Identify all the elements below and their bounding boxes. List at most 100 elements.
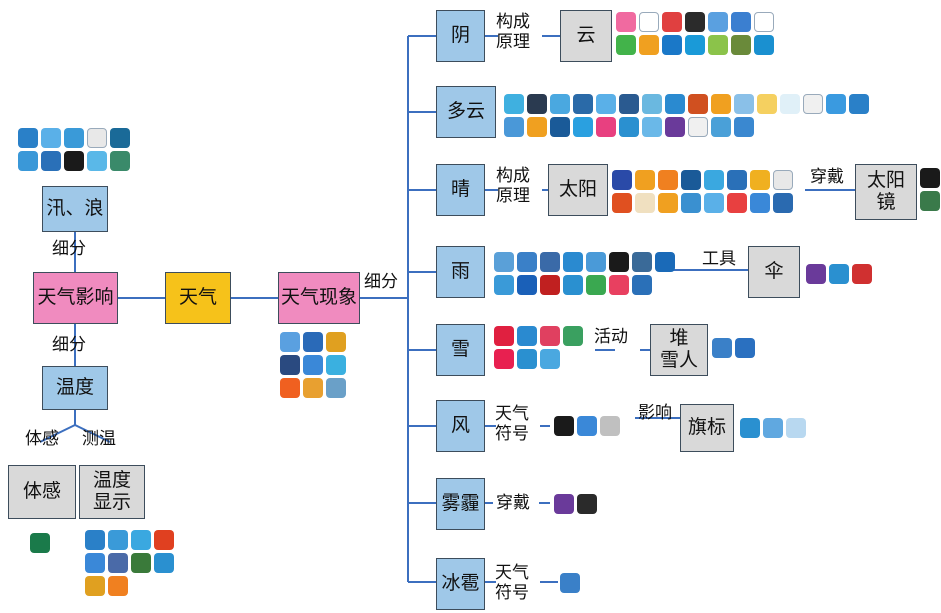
label-subdivide-upper: 细分	[52, 239, 86, 259]
weather-app-icon	[829, 264, 849, 284]
label-activity-snow: 活动	[594, 327, 628, 347]
weather-app-icon	[87, 151, 107, 171]
node-overcast: 阴	[436, 10, 485, 62]
weather-app-icon	[619, 117, 639, 137]
phenomena-icons	[280, 332, 360, 398]
weather-app-icon	[665, 117, 685, 137]
weather-app-icon	[586, 275, 606, 295]
sun-icons	[612, 170, 812, 213]
weather-app-icon	[494, 252, 514, 272]
weather-app-icon	[108, 553, 128, 573]
weather-app-icon	[704, 170, 724, 190]
node-rain: 雨	[436, 246, 485, 298]
weather-app-icon	[734, 117, 754, 137]
weather-app-icon	[704, 193, 724, 213]
weather-app-icon	[517, 326, 537, 346]
weather-app-icon	[280, 355, 300, 375]
weather-app-icon	[504, 94, 524, 114]
weather-app-icon	[563, 326, 583, 346]
label-symbol-hail: 天气 符号	[495, 563, 529, 603]
weather-app-icon	[826, 94, 846, 114]
weather-app-icon	[30, 533, 50, 553]
weather-app-icon	[852, 264, 872, 284]
temp-display-icons	[85, 530, 185, 596]
flood-icons	[18, 128, 143, 171]
weather-app-icon	[108, 530, 128, 550]
weather-app-icon	[658, 193, 678, 213]
cloud-icons	[616, 12, 796, 55]
weather-app-icon	[665, 94, 685, 114]
node-temperature: 温度	[42, 366, 108, 410]
weather-app-icon	[596, 94, 616, 114]
weather-app-icon	[303, 378, 323, 398]
weather-app-icon	[685, 12, 705, 32]
weather-app-icon	[540, 349, 560, 369]
node-sun: 太阳	[548, 164, 608, 216]
weather-app-icon	[41, 151, 61, 171]
node-cloudy: 多云	[436, 86, 496, 138]
node-flood-wave: 汛、浪	[42, 186, 108, 232]
label-tool-rain: 工具	[702, 249, 736, 269]
weather-app-icon	[616, 12, 636, 32]
snow-icons	[494, 326, 590, 369]
weather-app-icon	[131, 530, 151, 550]
weather-app-icon	[85, 553, 105, 573]
weather-app-icon	[280, 378, 300, 398]
label-principle-overcast: 构成 原理	[496, 12, 530, 52]
weather-app-icon	[635, 193, 655, 213]
weather-app-icon	[540, 252, 560, 272]
node-flag: 旗标	[680, 404, 734, 452]
weather-app-icon	[712, 338, 732, 358]
weather-app-icon	[920, 191, 940, 211]
weather-app-icon	[639, 12, 659, 32]
weather-app-icon	[708, 12, 728, 32]
weather-app-icon	[573, 117, 593, 137]
node-snowman: 堆 雪人	[650, 324, 708, 376]
weather-app-icon	[326, 378, 346, 398]
label-principle-sunny: 构成 原理	[496, 166, 530, 206]
weather-app-icon	[727, 193, 747, 213]
weather-app-icon	[849, 94, 869, 114]
flag-icons	[740, 418, 820, 438]
weather-app-icon	[754, 12, 774, 32]
node-hail: 冰雹	[436, 558, 485, 610]
node-weather-phenomena: 天气现象	[278, 272, 360, 324]
weather-app-icon	[635, 170, 655, 190]
weather-app-icon	[303, 332, 323, 352]
weather-app-icon	[563, 252, 583, 272]
weather-app-icon	[735, 338, 755, 358]
weather-app-icon	[773, 193, 793, 213]
weather-app-icon	[586, 252, 606, 272]
label-subdivide-lower: 细分	[52, 335, 86, 355]
weather-app-icon	[662, 35, 682, 55]
weather-app-icon	[632, 275, 652, 295]
weather-app-icon	[711, 94, 731, 114]
weather-app-icon	[786, 418, 806, 438]
weather-app-icon	[806, 264, 826, 284]
hail-icons	[560, 573, 590, 593]
weather-app-icon	[326, 332, 346, 352]
weather-app-icon	[612, 193, 632, 213]
umbrella-icons	[806, 264, 886, 284]
node-wind: 风	[436, 400, 485, 452]
weather-app-icon	[527, 94, 547, 114]
weather-app-icon	[154, 530, 174, 550]
weather-app-icon	[326, 355, 346, 375]
node-haze: 雾霾	[436, 478, 485, 530]
weather-app-icon	[577, 416, 597, 436]
weather-app-icon	[734, 94, 754, 114]
snowman-icons	[712, 338, 762, 358]
weather-app-icon	[517, 275, 537, 295]
weather-app-icon	[554, 416, 574, 436]
weather-app-icon	[609, 252, 629, 272]
weather-app-icon	[658, 170, 678, 190]
weather-app-icon	[596, 117, 616, 137]
label-wear-sunny: 穿戴	[810, 167, 844, 187]
weather-app-icon	[662, 12, 682, 32]
weather-app-icon	[494, 326, 514, 346]
label-body-feel: 体感	[25, 429, 59, 449]
weather-app-icon	[612, 170, 632, 190]
body-feel-icons	[30, 533, 60, 553]
weather-app-icon	[110, 128, 130, 148]
